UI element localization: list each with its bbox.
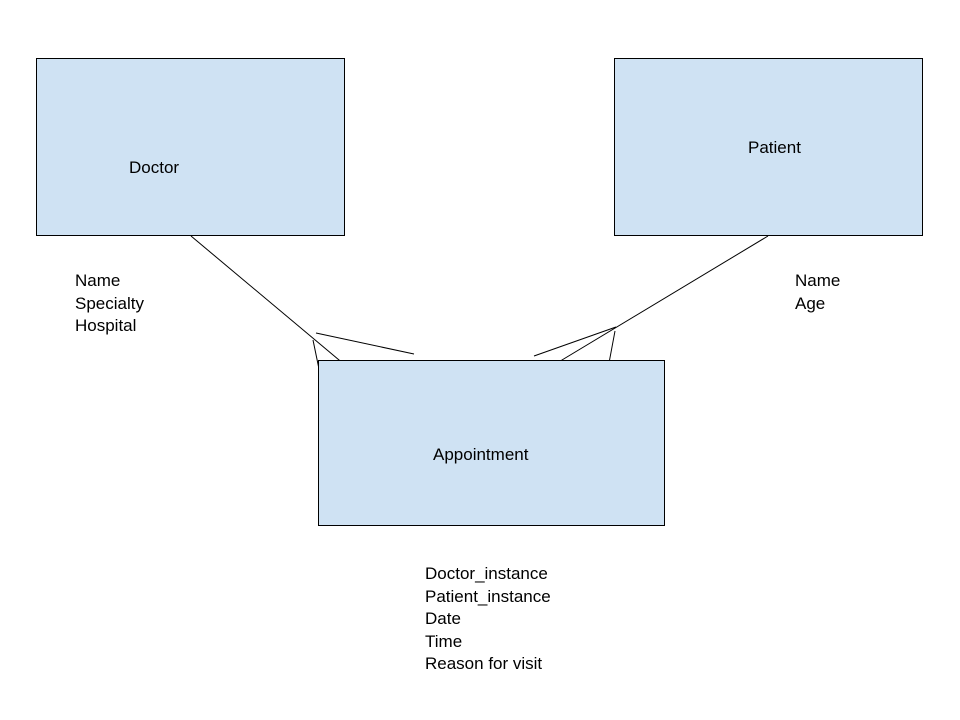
appointment-entity-label: Appointment <box>433 445 529 464</box>
patient-crowfoot-prong-right <box>608 330 616 364</box>
doctor-attribute: Name <box>75 271 121 290</box>
patient-attribute: Age <box>795 293 826 313</box>
appointment-attribute: Time <box>425 631 463 651</box>
doctor-crowfoot-prong-right <box>315 332 415 355</box>
doctor-entity-label: Doctor <box>129 158 180 177</box>
doctor-attribute: Specialty <box>75 293 144 313</box>
appointment-attribute: Reason for visit <box>425 654 543 673</box>
appointment-attribute-list: Doctor_instance Patient_instance Date Ti… <box>425 563 551 676</box>
appointment-entity-box[interactable]: Appointment <box>318 360 665 526</box>
patient-entity-box[interactable]: Patient <box>614 58 923 236</box>
appointment-attribute: Doctor_instance <box>425 564 548 583</box>
appointment-attribute: Patient_instance <box>425 586 551 606</box>
doctor-entity-box[interactable]: Doctor <box>36 58 345 236</box>
doctor-attribute-list: Name Specialty Hospital <box>75 270 144 338</box>
patient-appointment-line <box>556 235 769 364</box>
doctor-appointment-line <box>190 235 346 366</box>
patient-entity-label: Patient <box>748 138 801 157</box>
patient-attribute: Name <box>795 271 841 290</box>
patient-crowfoot-prong-left <box>533 326 617 357</box>
appointment-attribute: Date <box>425 609 461 628</box>
patient-attribute-list: Name Age <box>795 270 840 315</box>
doctor-attribute: Hospital <box>75 316 137 335</box>
